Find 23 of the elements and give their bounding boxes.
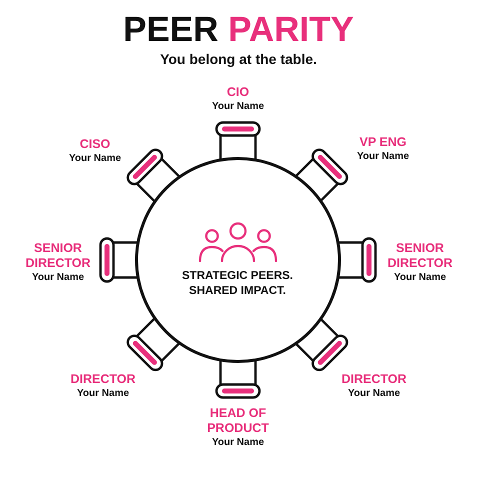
name-label: Your Name — [212, 100, 264, 114]
role-label: SENIOR DIRECTOR — [24, 241, 92, 271]
name-label: Your Name — [212, 436, 264, 450]
title: PEER PARITY — [123, 10, 354, 50]
name-label: Your Name — [394, 271, 446, 285]
name-label: Your Name — [76, 387, 130, 401]
chair — [214, 359, 260, 399]
name-label: Your Name — [356, 150, 410, 164]
tagline: STRATEGIC PEERS. SHARED IMPACT. — [181, 268, 294, 298]
chair — [98, 237, 138, 283]
role-label: DIRECTOR — [341, 372, 407, 387]
role-label: CIO — [226, 85, 250, 100]
chair — [336, 237, 376, 283]
name-label: Your Name — [68, 152, 122, 166]
name-label: Your Name — [32, 271, 84, 285]
role-label: VP ENG — [359, 135, 406, 150]
subtitle: You belong at the table. — [160, 50, 317, 68]
role-label: HEAD OF PRODUCT — [206, 406, 270, 436]
role-label: SENIOR DIRECTOR — [386, 241, 454, 271]
role-label: CISO — [80, 137, 110, 152]
name-label: Your Name — [348, 387, 400, 401]
chair — [214, 121, 260, 161]
role-label: DIRECTOR — [70, 372, 136, 387]
